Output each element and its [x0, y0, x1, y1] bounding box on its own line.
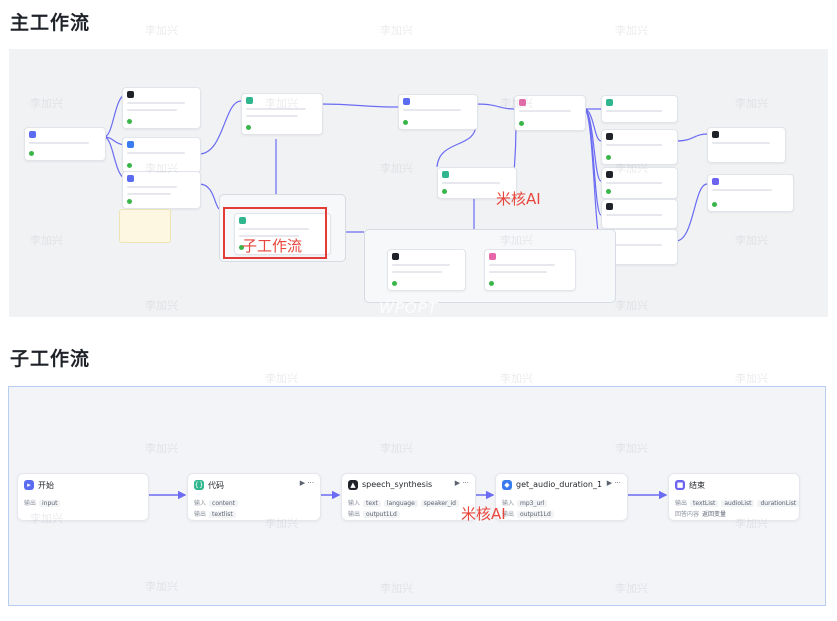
- main-workflow-canvas[interactable]: 子工作流 米核AI WPOPT: [9, 49, 828, 317]
- watermark: 李加兴: [500, 372, 533, 385]
- workflow-node[interactable]: [514, 95, 586, 131]
- param-chip: language: [383, 500, 418, 507]
- watermark: 李加兴: [615, 24, 648, 37]
- plugin-icon: ◆: [502, 480, 512, 490]
- param-chip: durationList: [757, 500, 800, 507]
- workflow-node[interactable]: [122, 171, 201, 209]
- subworkflow-highlight-label: 子工作流: [242, 237, 303, 255]
- run-and-more-buttons[interactable]: ▶ ···: [454, 479, 469, 487]
- param-chip: output1Ld: [517, 511, 554, 518]
- workflow-node[interactable]: [437, 167, 517, 199]
- node-title: 结束: [689, 481, 705, 490]
- param-chip: text: [363, 500, 381, 507]
- note-card: [119, 209, 171, 243]
- plugin-icon: ▲: [348, 480, 358, 490]
- watermark: 李加兴: [265, 372, 298, 385]
- param-chip: content: [209, 500, 238, 507]
- node-title: get_audio_duration_1: [516, 480, 603, 489]
- param-chip: mp3_url: [517, 500, 548, 507]
- workflow-node[interactable]: [601, 199, 678, 229]
- subworkflow-highlight: [223, 207, 327, 259]
- workflow-node[interactable]: [122, 137, 201, 173]
- node-title: speech_synthesis: [362, 480, 433, 489]
- watermark: 李加兴: [380, 24, 413, 37]
- code-icon: {}: [194, 480, 204, 490]
- start-node[interactable]: [24, 127, 106, 161]
- start-icon: ▸: [24, 480, 34, 490]
- brand-label: 米核AI: [496, 190, 541, 208]
- workflow-node[interactable]: [241, 93, 323, 135]
- main-workflow-heading: 主工作流: [10, 12, 91, 34]
- workflow-node[interactable]: [122, 87, 201, 129]
- node-title: 代码: [208, 481, 224, 490]
- workflow-node[interactable]: [387, 249, 466, 291]
- node-title: 开始: [38, 481, 54, 490]
- sub-workflow-heading: 子工作流: [10, 348, 91, 370]
- brand-label: 米核AI: [461, 505, 506, 523]
- param-chip: speaker_id: [420, 500, 459, 507]
- watermark: 李加兴: [145, 24, 178, 37]
- param-chip: output1Ld: [363, 511, 400, 518]
- end-icon: ■: [675, 480, 685, 490]
- param-chip: textList: [690, 500, 719, 507]
- wpopt-watermark: WPOPT: [379, 299, 438, 317]
- answer-value: 返回变量: [702, 511, 727, 518]
- subworkflow-node[interactable]: [234, 213, 331, 255]
- sub-workflow-edges: [147, 490, 668, 500]
- param-chip: textlist: [209, 511, 236, 518]
- workflow-node[interactable]: [601, 95, 678, 123]
- param-chip: input: [39, 500, 61, 507]
- end-node[interactable]: [707, 174, 794, 212]
- watermark: 李加兴: [735, 372, 768, 385]
- workflow-node[interactable]: [484, 249, 576, 291]
- workflow-node[interactable]: [601, 167, 678, 199]
- run-and-more-buttons[interactable]: ▶ ···: [606, 479, 621, 487]
- workflow-node[interactable]: [707, 127, 786, 163]
- workflow-node[interactable]: [398, 94, 478, 130]
- param-chip: audioList: [721, 500, 755, 507]
- node-answer-row: 回答内容返回变量: [675, 511, 727, 518]
- run-and-more-buttons[interactable]: ▶ ···: [299, 479, 314, 487]
- workflow-node[interactable]: [601, 129, 678, 165]
